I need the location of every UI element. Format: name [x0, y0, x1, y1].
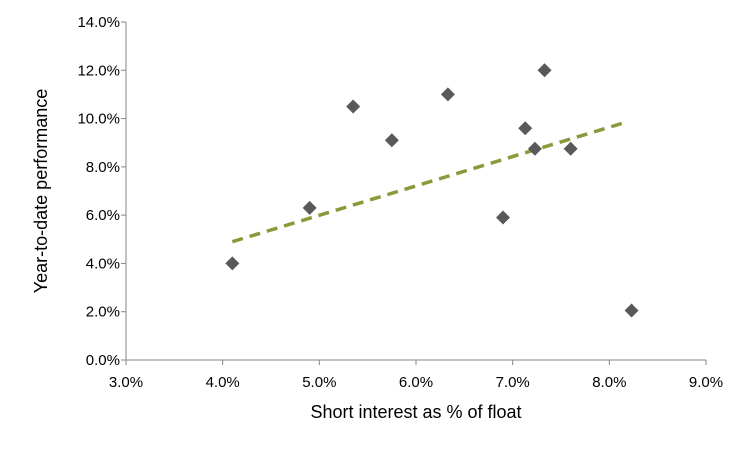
trendline-group — [231, 121, 623, 244]
data-point — [624, 303, 639, 318]
data-point — [518, 121, 533, 136]
y-axis-title: Year-to-date performance — [31, 89, 51, 293]
y-tick-labels: 0.0% 2.0% 4.0% 6.0% 8.0% 10.0% 12.0% 14.0% — [77, 14, 120, 369]
x-tick-label: 5.0% — [302, 374, 336, 391]
y-tick-label: 2.0% — [86, 304, 120, 321]
x-tick-labels: 3.0% 4.0% 5.0% 6.0% 7.0% 8.0% 9.0% — [109, 374, 723, 391]
x-tick-label: 8.0% — [592, 374, 626, 391]
data-point — [537, 63, 552, 78]
data-point — [563, 141, 578, 156]
axes — [121, 21, 707, 365]
x-tick-label: 7.0% — [496, 374, 530, 391]
x-axis-title: Short interest as % of float — [310, 402, 521, 422]
trendline — [231, 121, 623, 244]
data-point — [225, 256, 240, 271]
x-tick-label: 9.0% — [689, 374, 723, 391]
data-points — [225, 63, 639, 318]
data-point — [346, 99, 361, 114]
y-tick-label: 8.0% — [86, 159, 120, 176]
y-tick-label: 14.0% — [77, 14, 120, 31]
y-tick-label: 0.0% — [86, 352, 120, 369]
y-tick-label: 12.0% — [77, 62, 120, 79]
x-tick-label: 4.0% — [206, 374, 240, 391]
x-tick-label: 6.0% — [399, 374, 433, 391]
data-point — [440, 87, 455, 102]
y-tick-label: 4.0% — [86, 255, 120, 272]
data-point — [384, 133, 399, 148]
data-point — [496, 210, 510, 225]
y-tick-label: 6.0% — [86, 207, 120, 224]
x-tick-label: 3.0% — [109, 374, 143, 391]
data-point — [527, 141, 542, 156]
data-point — [302, 200, 317, 215]
y-tick-label: 10.0% — [77, 111, 120, 128]
